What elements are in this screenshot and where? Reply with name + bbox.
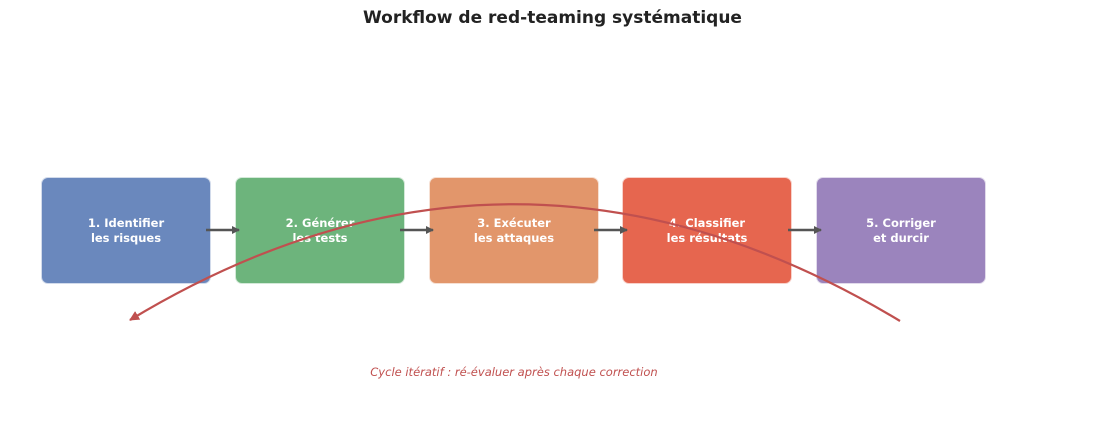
step-label: les attaques — [473, 230, 555, 245]
step-label: 1. Identifier — [87, 215, 165, 230]
step-identify-risks: 1. Identifier les risques — [41, 177, 211, 284]
step-label: les risques — [90, 230, 162, 245]
step-label: les résultats — [666, 230, 748, 245]
step-execute-attacks: 3. Exécuter les attaques — [429, 177, 599, 284]
step-generate-tests: 2. Générer les tests — [235, 177, 405, 284]
step-label: 2. Générer — [285, 215, 355, 230]
step-fix-harden: 5. Corriger et durcir — [816, 177, 986, 284]
step-label: 5. Corriger — [866, 215, 936, 230]
step-label: 3. Exécuter — [477, 215, 551, 230]
feedback-loop-label: Cycle itératif : ré-évaluer après chaque… — [370, 365, 658, 379]
step-label: 4. Classifier — [668, 215, 746, 230]
step-classify-results: 4. Classifier les résultats — [622, 177, 792, 284]
step-label: les tests — [292, 230, 348, 245]
diagram-title: Workflow de red-teaming systématique — [363, 8, 742, 28]
step-label: et durcir — [873, 230, 929, 245]
